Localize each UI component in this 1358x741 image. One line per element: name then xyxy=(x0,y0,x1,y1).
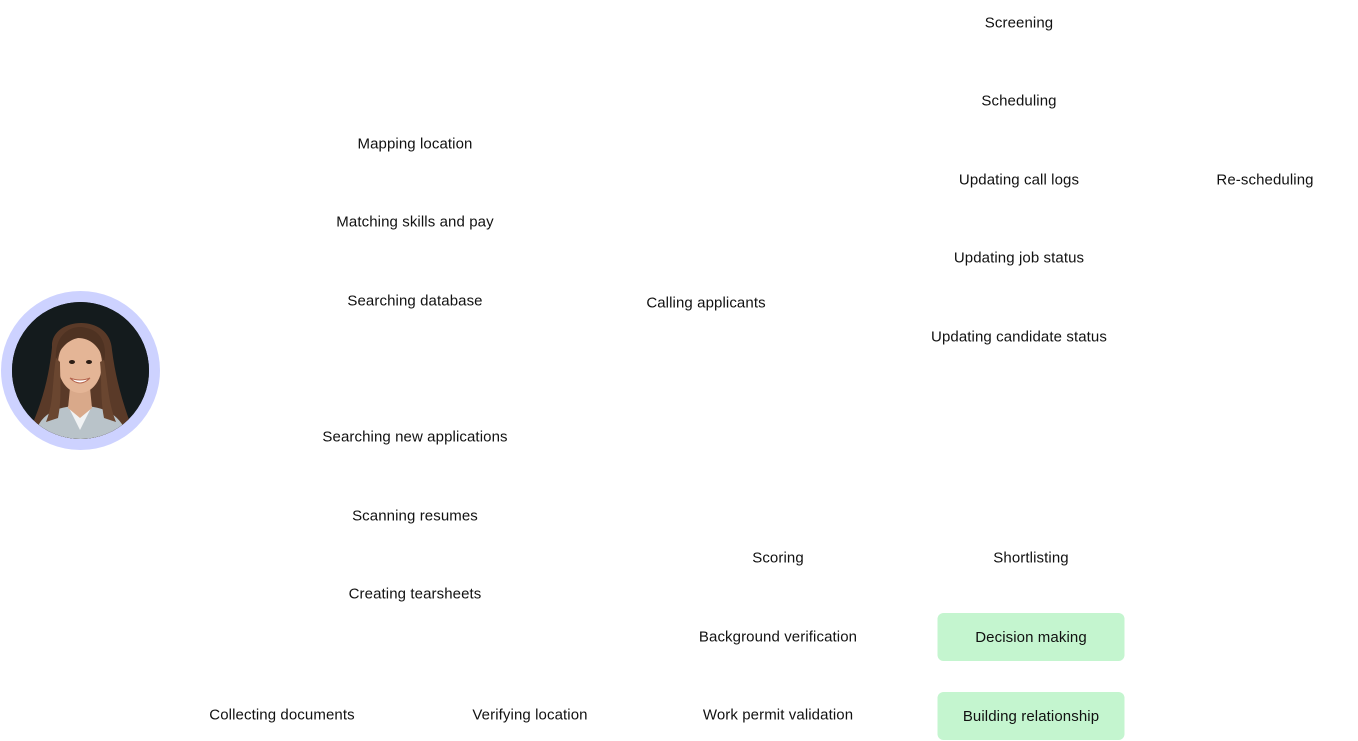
node-mapping-location: Mapping location xyxy=(357,135,473,153)
node-searching-database: Searching database xyxy=(347,292,483,310)
node-updating-call-logs: Updating call logs xyxy=(958,171,1080,189)
node-updating-job-status: Updating job status xyxy=(953,249,1085,267)
node-work-permit-validation: Work permit validation xyxy=(702,706,854,724)
node-verifying-location: Verifying location xyxy=(472,706,588,724)
node-re-scheduling: Re-scheduling xyxy=(1216,171,1314,189)
node-building-relationship: Building relationship xyxy=(937,692,1125,740)
node-shortlisting: Shortlisting xyxy=(993,549,1069,567)
node-matching-skills-and-pay: Matching skills and pay xyxy=(336,213,494,231)
node-creating-tearsheets: Creating tearsheets xyxy=(348,585,482,603)
node-scanning-resumes: Scanning resumes xyxy=(352,507,478,525)
person-photo-icon xyxy=(12,302,149,439)
node-decision-making: Decision making xyxy=(937,613,1125,661)
node-scoring: Scoring xyxy=(752,549,804,567)
node-screening: Screening xyxy=(984,14,1054,32)
node-calling-applicants: Calling applicants xyxy=(646,294,766,312)
node-collecting-documents: Collecting documents xyxy=(209,706,355,724)
node-searching-new-applications: Searching new applications xyxy=(322,428,508,446)
node-background-verification: Background verification xyxy=(698,628,858,646)
node-scheduling: Scheduling xyxy=(981,92,1057,110)
avatar xyxy=(1,291,160,450)
node-updating-candidate-status: Updating candidate status xyxy=(931,328,1107,346)
